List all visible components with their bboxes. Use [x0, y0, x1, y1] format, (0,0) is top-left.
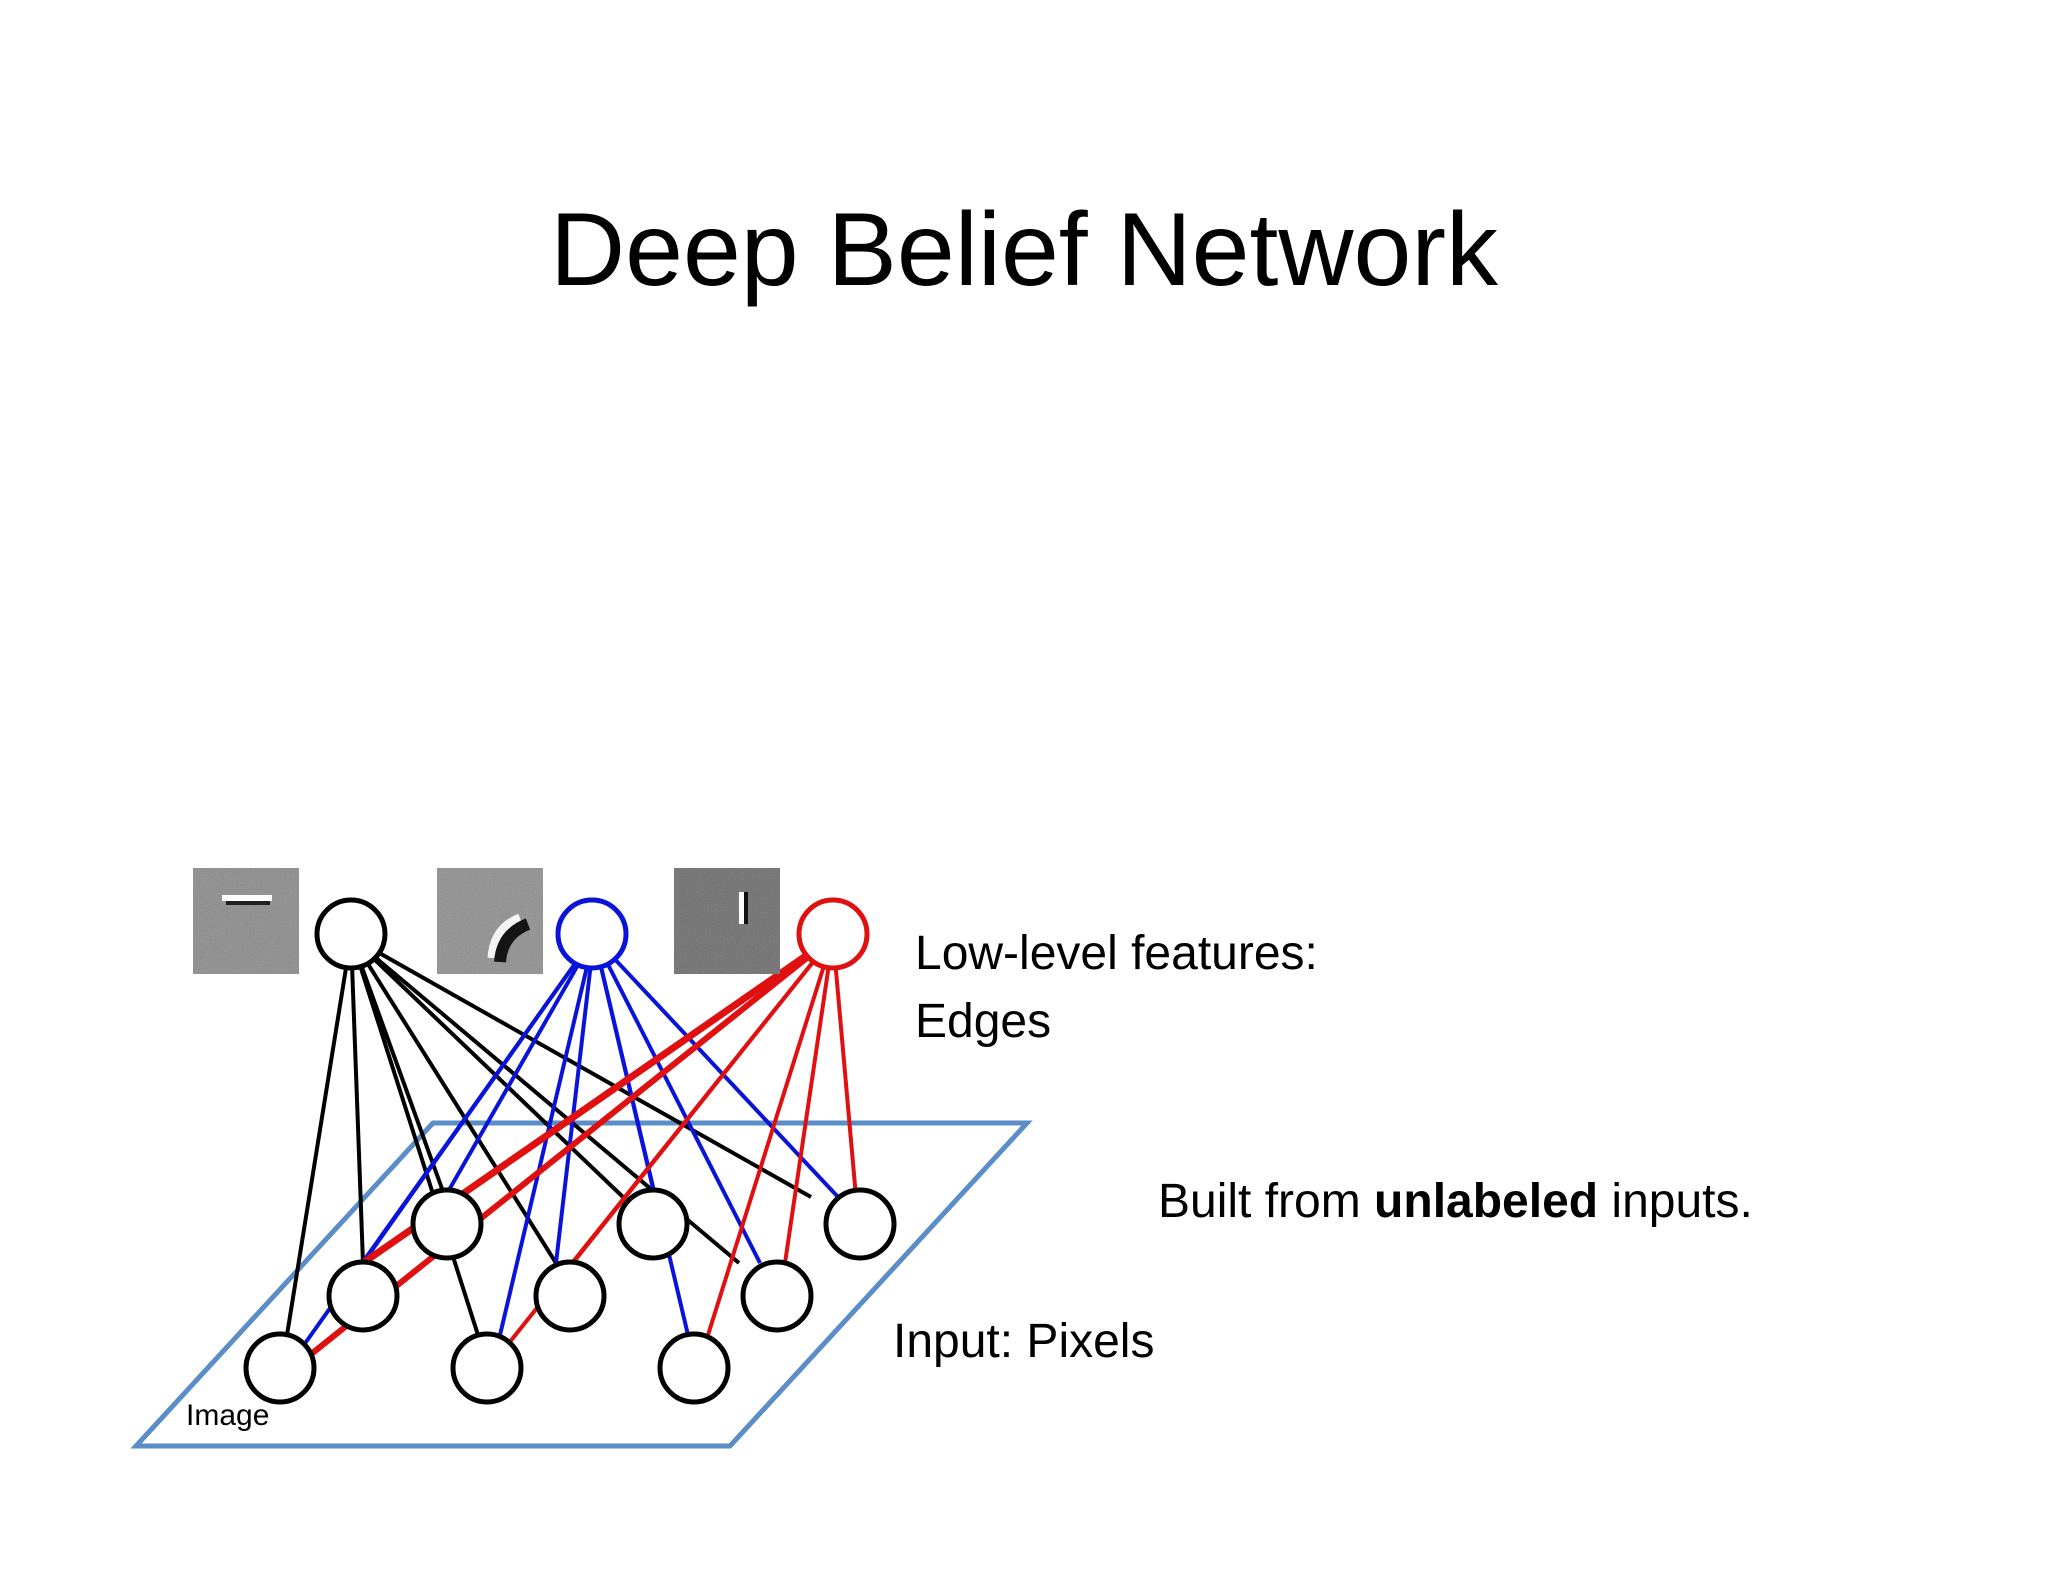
input-unit — [740, 1259, 814, 1333]
input-unit — [243, 1331, 317, 1405]
black-unit-connections — [285, 935, 812, 1336]
input-pixels-label: Input: Pixels — [893, 1315, 1155, 1368]
input-unit — [616, 1187, 690, 1261]
input-unit — [657, 1331, 731, 1405]
low-level-features-label: Low-level features: Edges — [915, 920, 1318, 1056]
input-unit — [410, 1187, 484, 1261]
horizontal-edge-filter-icon — [193, 868, 299, 974]
input-units — [243, 1187, 897, 1405]
input-unit — [823, 1187, 897, 1261]
curved-edge-filter-icon — [437, 868, 543, 974]
slide-title: Deep Belief Network — [550, 192, 1498, 308]
built-from-prefix: Built from — [1158, 1175, 1375, 1228]
feature-unit-red — [796, 897, 870, 971]
input-unit — [533, 1259, 607, 1333]
feature-unit-black — [314, 897, 388, 971]
input-unit — [326, 1259, 400, 1333]
built-from-bold: unlabeled — [1374, 1175, 1599, 1228]
image-label: Image — [186, 1399, 270, 1432]
low-level-features-line2: Edges — [915, 995, 1052, 1048]
image-plane — [130, 1120, 1033, 1449]
input-unit — [450, 1331, 524, 1405]
built-from-suffix: inputs. — [1598, 1175, 1753, 1228]
vertical-edge-filter-icon — [674, 868, 780, 974]
built-from-label: Built from unlabeled inputs. — [1158, 1168, 1753, 1236]
feature-unit-blue — [555, 897, 629, 971]
low-level-features-line1: Low-level features: — [915, 927, 1318, 980]
